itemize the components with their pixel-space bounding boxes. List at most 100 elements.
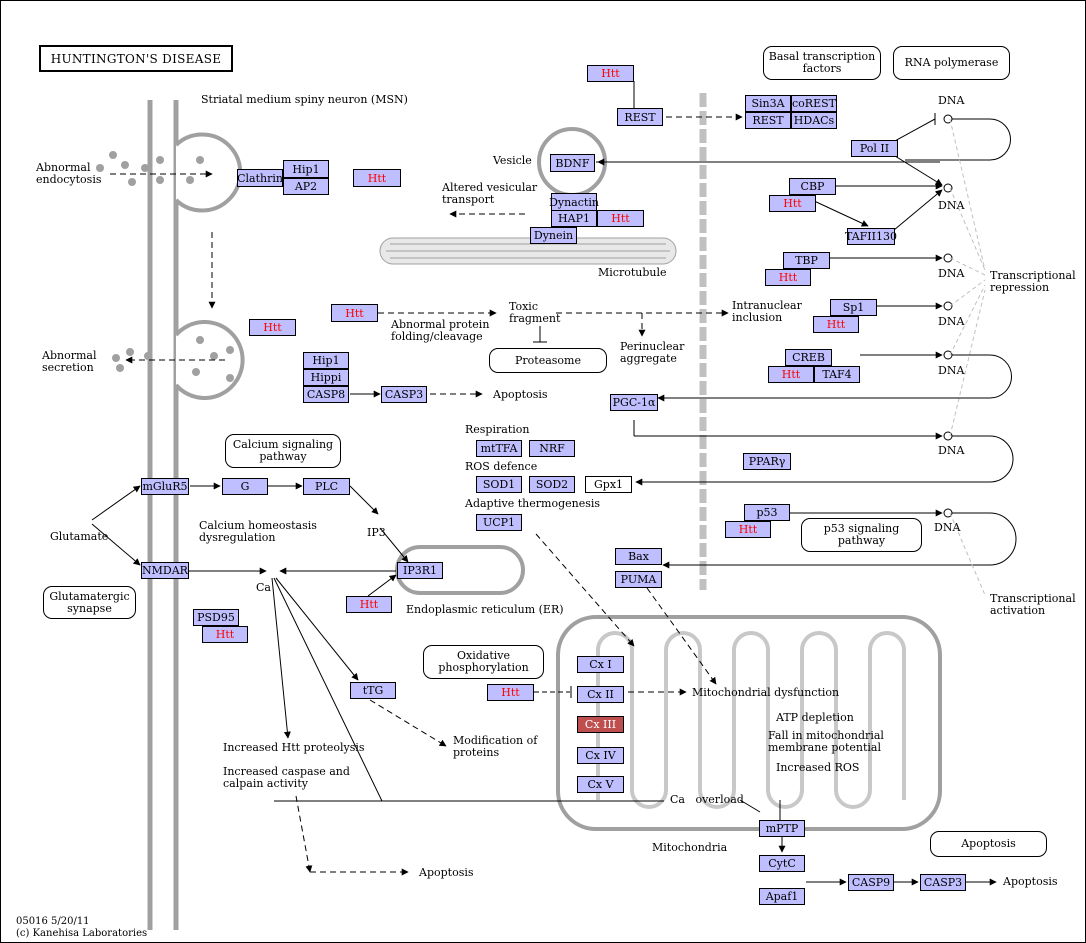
gene-plc[interactable]: PLC (303, 478, 350, 495)
apoptosis-label-1: Apoptosis (493, 388, 548, 401)
gene-rest[interactable]: REST (617, 108, 663, 126)
gene-dynein[interactable]: Dynein (530, 227, 577, 244)
msn-label: Striatal medium spiny neuron (MSN) (201, 93, 408, 106)
microtubule-label: Microtubule (598, 266, 667, 279)
gene-cx2[interactable]: Cx II (577, 686, 624, 703)
gene-cx5[interactable]: Cx V (577, 776, 624, 793)
gene-g-protein[interactable]: G (222, 478, 268, 495)
gene-htt-toxic[interactable]: Htt (331, 304, 378, 322)
gene-puma[interactable]: PUMA (615, 571, 662, 588)
gene-nmdar[interactable]: NMDAR (141, 562, 189, 579)
gene-clathrin[interactable]: Clathrin (237, 169, 283, 187)
gene-htt-ip3r1[interactable]: Htt (346, 596, 392, 613)
gene-p53[interactable]: p53 (744, 504, 790, 521)
gene-sp1[interactable]: Sp1 (830, 299, 877, 316)
glutamatergic-synapse-link[interactable]: Glutamatergic synapse (43, 586, 136, 619)
gene-htt-endocytosis[interactable]: Htt (353, 169, 401, 187)
gene-mttfa[interactable]: mtTFA (476, 440, 522, 457)
vesicle-dots (96, 151, 234, 382)
gene-htt-hap1[interactable]: Htt (597, 210, 644, 227)
gene-ap2[interactable]: AP2 (283, 178, 329, 195)
gene-htt-sp1[interactable]: Htt (813, 316, 859, 333)
gene-tbp[interactable]: TBP (783, 252, 830, 269)
rna-polymerase-link[interactable]: RNA polymerase (893, 46, 1010, 80)
abnormal-folding-label: Abnormal protein folding/cleavage (391, 318, 490, 343)
gene-htt-cbp[interactable]: Htt (769, 195, 816, 212)
footer-code: 05016 5/20/11 (16, 916, 90, 927)
gene-taf4[interactable]: TAF4 (814, 366, 860, 383)
gene-htt-hippi[interactable]: Htt (249, 319, 296, 336)
gene-creb[interactable]: CREB (785, 349, 832, 366)
calcium-ion-label: Ca (256, 581, 271, 594)
altered-transport-label: Altered vesicular transport (442, 181, 538, 206)
p53-signaling-link[interactable]: p53 signaling pathway (801, 518, 922, 552)
er-shape (395, 545, 525, 595)
gene-casp3[interactable]: CASP3 (381, 386, 427, 403)
gene-htt-cx2[interactable]: Htt (487, 684, 534, 701)
dna-label-2: DNA (938, 199, 965, 212)
gene-apaf1[interactable]: Apaf1 (759, 888, 805, 905)
gene-sod1[interactable]: SOD1 (476, 476, 522, 493)
gene-cx1[interactable]: Cx I (577, 656, 624, 673)
gene-nrf[interactable]: NRF (529, 440, 575, 457)
gene-hap1[interactable]: HAP1 (551, 210, 597, 227)
vesicle-label: Vesicle (493, 154, 532, 167)
gene-htt-creb[interactable]: Htt (768, 366, 814, 383)
dna-label-1: DNA (938, 94, 965, 107)
gene-sod2[interactable]: SOD2 (529, 476, 575, 493)
gene-htt-p53[interactable]: Htt (725, 521, 771, 538)
ip3-label: IP3 (367, 526, 386, 539)
gene-hip1-b[interactable]: Hip1 (303, 352, 349, 369)
atp-depletion-label: ATP depletion (776, 711, 854, 724)
gene-hdacs[interactable]: HDACs (791, 112, 837, 129)
gene-casp8[interactable]: CASP8 (303, 386, 349, 403)
oxidative-phosphorylation-link[interactable]: Oxidative phosphorylation (423, 645, 544, 679)
mitochondria-label: Mitochondria (652, 841, 728, 854)
gene-pparg[interactable]: PPARγ (743, 453, 791, 470)
gene-corest[interactable]: coREST (791, 95, 837, 112)
proteasome-link[interactable]: Proteasome (489, 348, 607, 373)
gene-mglur5[interactable]: mGluR5 (141, 478, 189, 495)
gene-cbp[interactable]: CBP (789, 178, 836, 195)
gene-gpx1[interactable]: Gpx1 (585, 476, 632, 493)
gene-ucp1[interactable]: UCP1 (476, 514, 522, 531)
gene-dynactin[interactable]: Dynactin (549, 193, 599, 211)
apoptosis-label-3: Apoptosis (1003, 875, 1058, 888)
apoptosis-pathway-link[interactable]: Apoptosis (930, 831, 1047, 857)
gene-htt-rest[interactable]: Htt (587, 65, 634, 82)
mitochondrial-dysfunction-label: Mitochondrial dysfunction (692, 686, 840, 699)
gene-casp3-b[interactable]: CASP3 (920, 874, 966, 891)
gene-casp9[interactable]: CASP9 (848, 874, 894, 891)
gene-ttg[interactable]: tTG (350, 682, 396, 699)
calcium-signaling-link[interactable]: Calcium signaling pathway (225, 434, 341, 468)
gene-rest-complex[interactable]: REST (745, 112, 791, 129)
gene-sin3a[interactable]: Sin3A (745, 95, 791, 112)
gene-psd95[interactable]: PSD95 (193, 609, 239, 626)
respiration-label: Respiration (465, 423, 530, 436)
gene-tafii130[interactable]: TAFII130 (845, 228, 897, 245)
gene-hip1[interactable]: Hip1 (283, 160, 329, 178)
gene-hippi[interactable]: Hippi (303, 369, 349, 386)
toxic-fragment-label: Toxic fragment (509, 300, 561, 325)
gene-cx4[interactable]: Cx IV (577, 747, 624, 764)
gene-bdnf[interactable]: BDNF (550, 154, 595, 172)
gene-pol2[interactable]: Pol II (851, 140, 898, 157)
cell-membrane (147, 100, 179, 930)
gene-htt-tbp[interactable]: Htt (765, 269, 811, 286)
gene-pgc1a[interactable]: PGC-1α (610, 394, 658, 411)
gene-ip3r1[interactable]: IP3R1 (397, 562, 443, 579)
gene-cytc[interactable]: CytC (759, 855, 805, 872)
mitochondria-outer (556, 615, 942, 831)
dna-loops (640, 114, 1017, 566)
gene-bax[interactable]: Bax (615, 548, 662, 565)
diagram-title: HUNTINGTON'S DISEASE (39, 45, 233, 72)
gene-htt-psd95[interactable]: Htt (202, 626, 248, 643)
basal-transcription-factors-link[interactable]: Basal transcription factors (763, 46, 881, 80)
dna-label-7: DNA (934, 521, 961, 534)
gene-cx3[interactable]: Cx III (577, 716, 624, 733)
dashed-arrows (110, 113, 743, 876)
ros-defence-label: ROS defence (465, 460, 538, 473)
gene-mptp[interactable]: mPTP (759, 820, 805, 837)
increased-ros-label: Increased ROS (776, 761, 860, 774)
